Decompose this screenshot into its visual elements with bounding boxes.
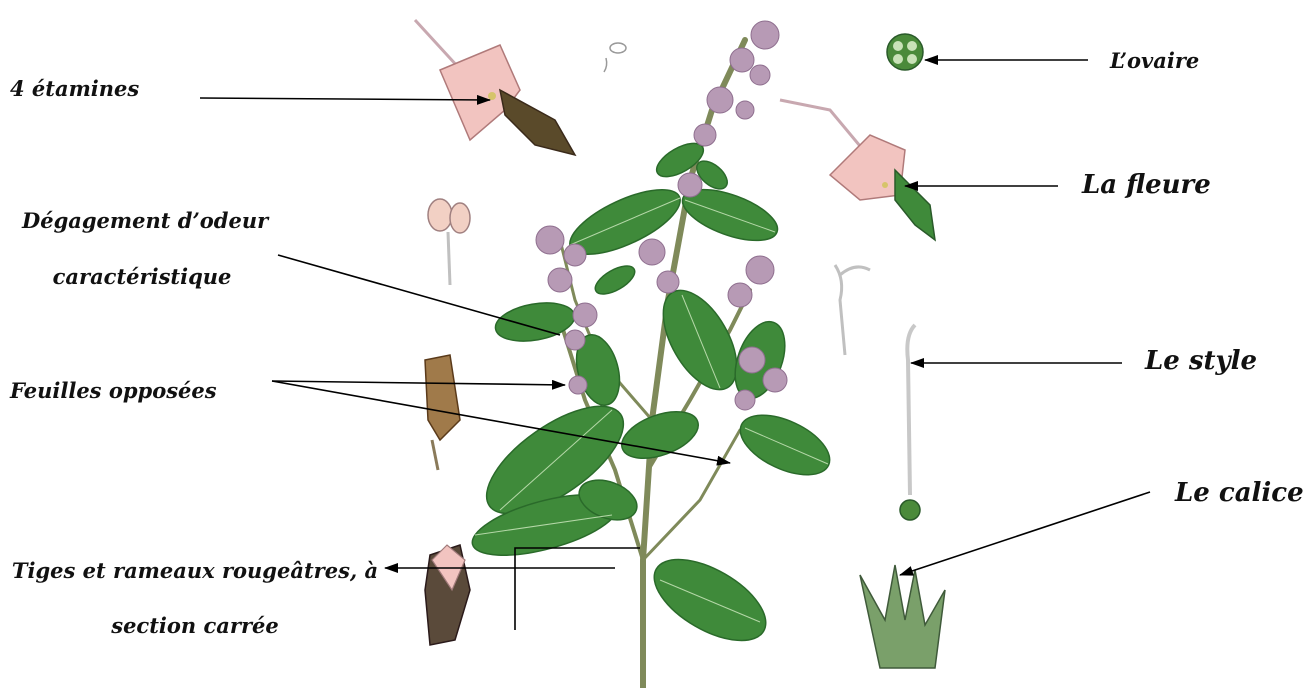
label-calice: Le calice xyxy=(1175,480,1303,506)
label-odeur-line1: Dégagement d’odeur xyxy=(22,210,262,231)
label-tiges-line1: Tiges et rameaux rougeâtres, à xyxy=(5,560,385,581)
flower-detail-fleure xyxy=(780,100,935,240)
arrow-etamines xyxy=(200,98,490,100)
anther-detail xyxy=(428,199,470,285)
flower-detail-bottom xyxy=(425,545,470,645)
label-feuilles: Feuilles opposées xyxy=(10,380,217,401)
label-odeur-line2: caractéristique xyxy=(22,266,262,287)
arrow-calice xyxy=(900,492,1150,575)
style-small-detail xyxy=(835,265,870,355)
flower-detail-etamines xyxy=(415,20,575,155)
calyx-detail xyxy=(860,565,945,668)
style-detail xyxy=(900,325,920,520)
arrow-feuilles-1 xyxy=(272,381,565,385)
label-ovaire: L’ovaire xyxy=(1110,50,1199,71)
line-odeur xyxy=(278,255,560,335)
ovary-detail xyxy=(887,34,923,70)
label-style: Le style xyxy=(1145,348,1257,374)
pollen-detail xyxy=(604,43,626,72)
label-etamines: 4 étamines xyxy=(10,78,139,99)
label-tiges-line2: section carrée xyxy=(5,615,385,636)
bud-detail xyxy=(425,355,460,470)
bracket-tiges xyxy=(515,548,640,630)
label-fleure: La fleure xyxy=(1082,172,1211,198)
